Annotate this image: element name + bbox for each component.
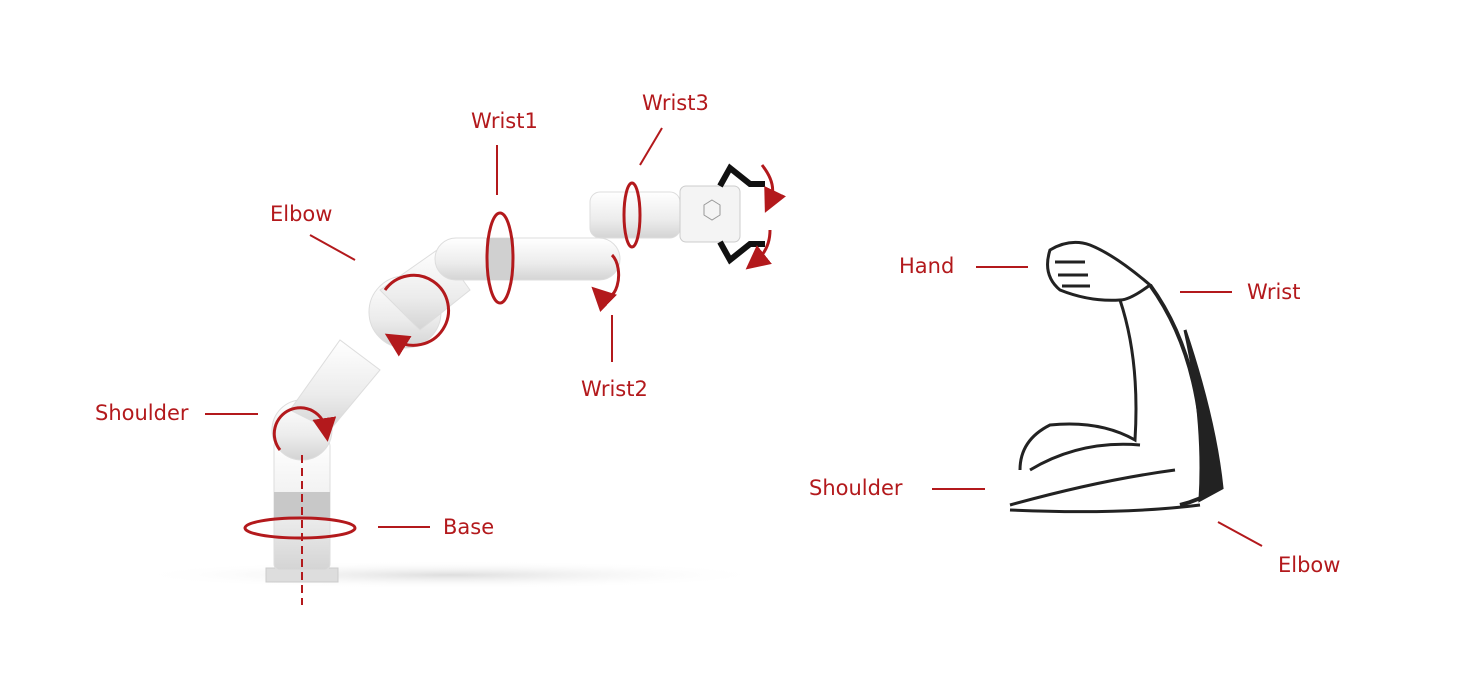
label-robot-elbow: Elbow xyxy=(270,202,333,226)
label-robot-wrist3: Wrist3 xyxy=(642,91,709,115)
label-robot-wrist2: Wrist2 xyxy=(581,377,648,401)
label-robot-base: Base xyxy=(443,515,495,539)
label-human-elbow: Elbow xyxy=(1278,553,1341,577)
label-human-hand: Hand xyxy=(899,254,955,278)
label-robot-wrist1: Wrist1 xyxy=(471,109,538,133)
label-robot-shoulder: Shoulder xyxy=(95,401,189,425)
human-leader-lines xyxy=(932,266,1263,547)
flexed-human-arm-drawing xyxy=(1009,240,1224,514)
label-human-shoulder: Shoulder xyxy=(809,476,903,500)
rotation-arrows xyxy=(243,164,786,540)
robot-arm xyxy=(130,163,770,605)
label-human-wrist: Wrist xyxy=(1247,280,1301,304)
robot-leader-lines xyxy=(205,127,663,528)
